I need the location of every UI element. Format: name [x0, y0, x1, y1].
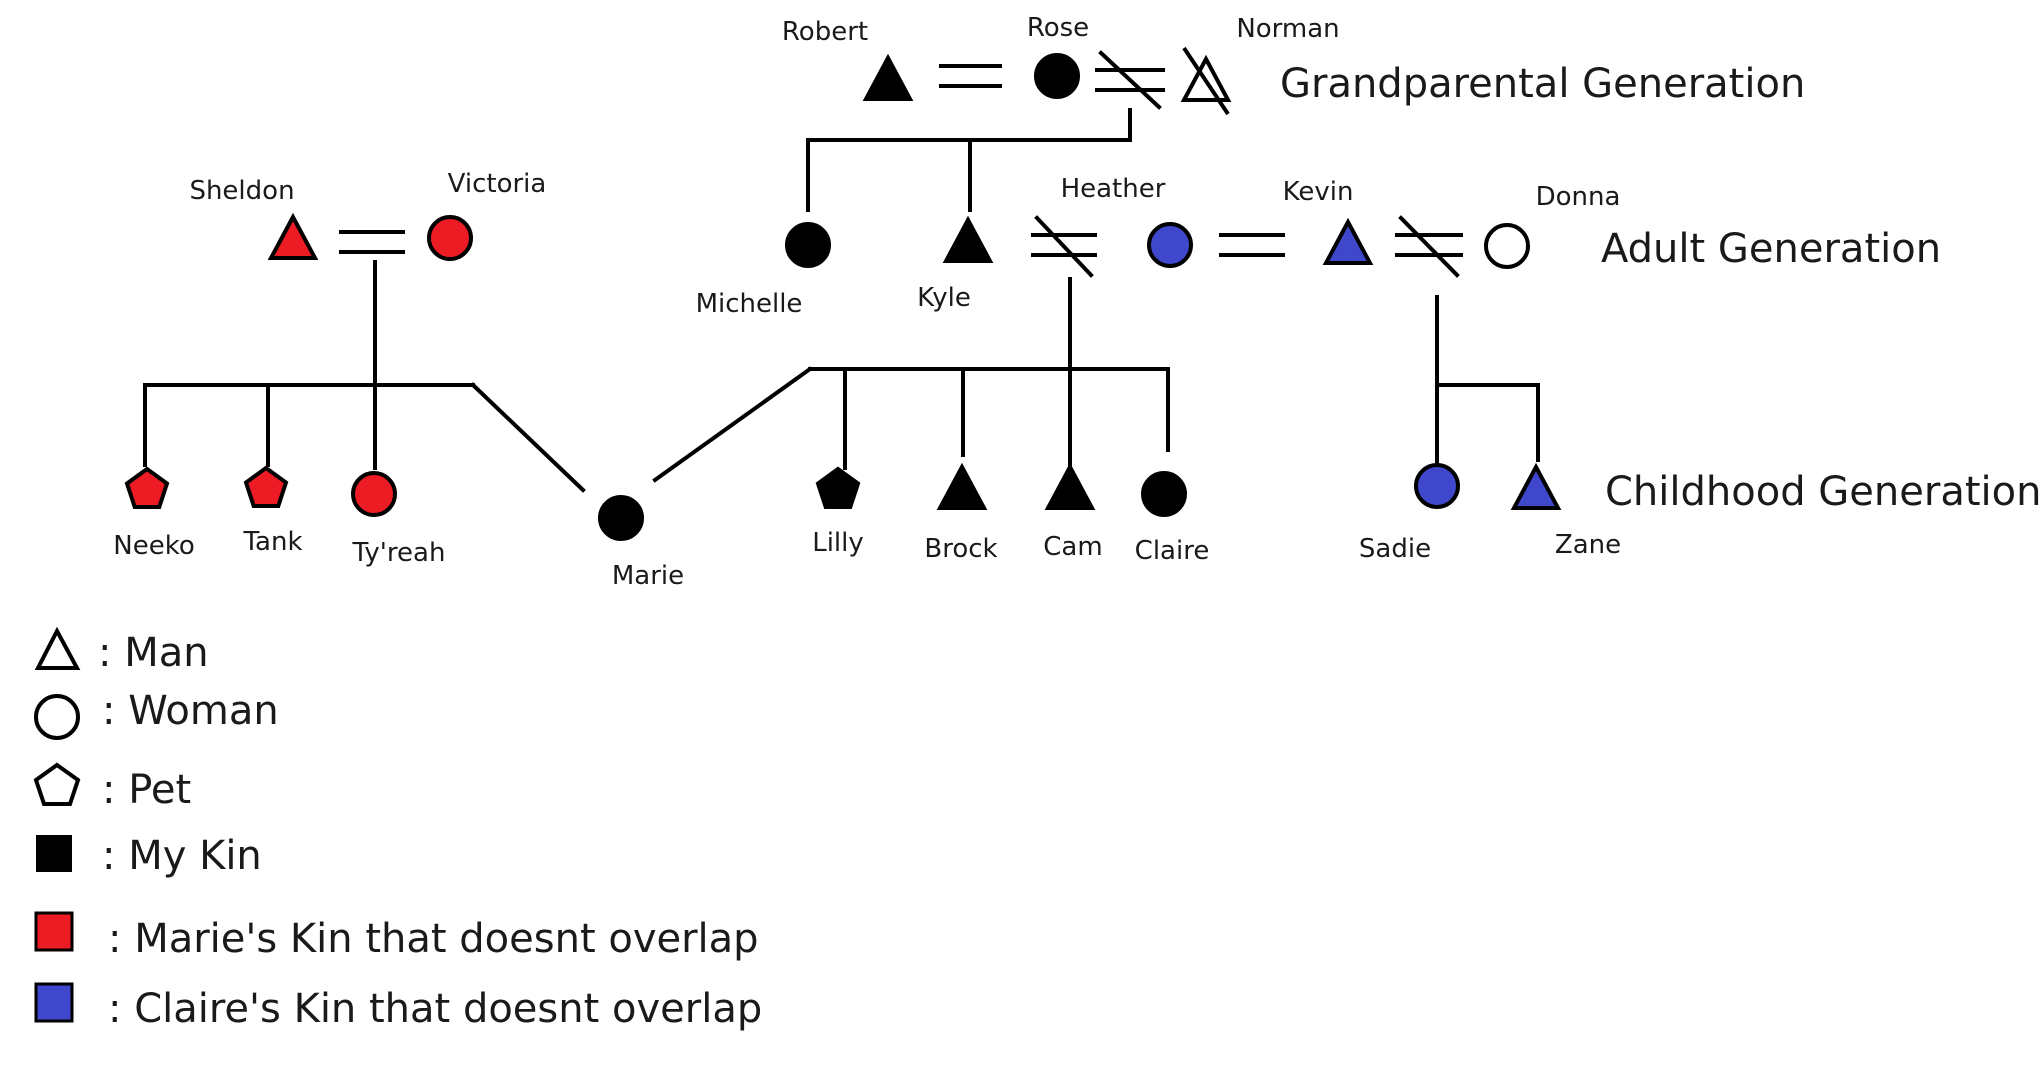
- name-donna: Donna: [1536, 182, 1621, 212]
- name-kevin: Kevin: [1283, 177, 1354, 207]
- legend-claire-kin-swatch: [34, 982, 74, 1023]
- name-heather: Heather: [1061, 174, 1166, 204]
- generation-grandparental: Grandparental Generation: [1280, 61, 1805, 107]
- legend-pet-label: : Pet: [102, 767, 191, 813]
- legend: : Man : Woman : Pet : My Kin : Marie's K…: [33, 626, 762, 1032]
- brock-symbol: [936, 462, 988, 510]
- descent-kyle-heather: [652, 277, 1170, 483]
- legend-my-kin-swatch: [36, 835, 72, 872]
- name-norman: Norman: [1236, 14, 1339, 44]
- legend-woman-label: : Woman: [102, 688, 279, 734]
- robert-symbol: [862, 53, 914, 101]
- divorce-kyle-heather: [1031, 215, 1097, 278]
- generation-labels: Grandparental Generation Adult Generatio…: [1280, 61, 2040, 515]
- name-claire: Claire: [1135, 536, 1210, 566]
- donna-symbol: [1484, 223, 1530, 269]
- descent-heather-kevin: [1435, 295, 1540, 464]
- sadie-symbol: [1414, 463, 1460, 509]
- legend-man-icon: [34, 626, 81, 670]
- heather-symbol: [1147, 222, 1193, 268]
- sheldon-symbol: [267, 212, 319, 260]
- norman-deceased-slash: [1182, 46, 1230, 116]
- legend-claire-kin-label: : Claire's Kin that doesnt overlap: [108, 986, 762, 1032]
- name-zane: Zane: [1555, 530, 1621, 560]
- name-victoria: Victoria: [448, 169, 547, 199]
- divorce-kevin-donna: [1395, 215, 1463, 278]
- name-sheldon: Sheldon: [189, 176, 294, 206]
- kyle-symbol: [942, 215, 994, 263]
- lilly-symbol: [815, 466, 861, 509]
- legend-marie-kin-label: : Marie's Kin that doesnt overlap: [108, 916, 759, 962]
- name-brock: Brock: [924, 534, 997, 564]
- zane-symbol: [1510, 462, 1562, 510]
- generation-childhood: Childhood Generation: [1605, 469, 2040, 515]
- name-tyreah: Ty'reah: [352, 538, 446, 568]
- name-michelle: Michelle: [696, 289, 803, 319]
- marie-symbol: [598, 495, 644, 541]
- name-neeko: Neeko: [113, 531, 194, 561]
- descent-rose-norman: [806, 108, 1132, 212]
- name-cam: Cam: [1043, 532, 1102, 562]
- generation-adult: Adult Generation: [1601, 226, 1941, 272]
- name-lilly: Lilly: [812, 528, 864, 558]
- kevin-symbol: [1322, 217, 1374, 265]
- person-symbols: [124, 46, 1562, 541]
- legend-woman-icon: [34, 694, 80, 740]
- michelle-symbol: [785, 222, 831, 268]
- legend-man-label: : Man: [98, 630, 209, 676]
- name-kyle: Kyle: [917, 283, 971, 313]
- legend-marie-kin-swatch: [34, 911, 74, 952]
- tank-symbol: [243, 465, 289, 508]
- victoria-symbol: [427, 215, 473, 261]
- rose-symbol: [1034, 53, 1080, 99]
- legend-my-kin-label: : My Kin: [102, 833, 262, 879]
- name-robert: Robert: [782, 17, 868, 47]
- name-tank: Tank: [242, 527, 302, 557]
- neeko-symbol: [124, 466, 170, 509]
- legend-pet-icon: [33, 762, 81, 806]
- name-sadie: Sadie: [1359, 534, 1431, 564]
- kinship-lines: [143, 50, 1540, 493]
- descent-sheldon-victoria: [143, 260, 586, 493]
- divorce-rose-norman: [1095, 50, 1165, 110]
- claire-symbol: [1141, 471, 1187, 517]
- name-rose: Rose: [1027, 13, 1089, 43]
- name-marie: Marie: [612, 561, 684, 591]
- person-names: Robert Rose Norman Sheldon Victoria Heat…: [113, 13, 1621, 591]
- tyreah-symbol: [351, 471, 397, 517]
- cam-symbol: [1044, 462, 1096, 510]
